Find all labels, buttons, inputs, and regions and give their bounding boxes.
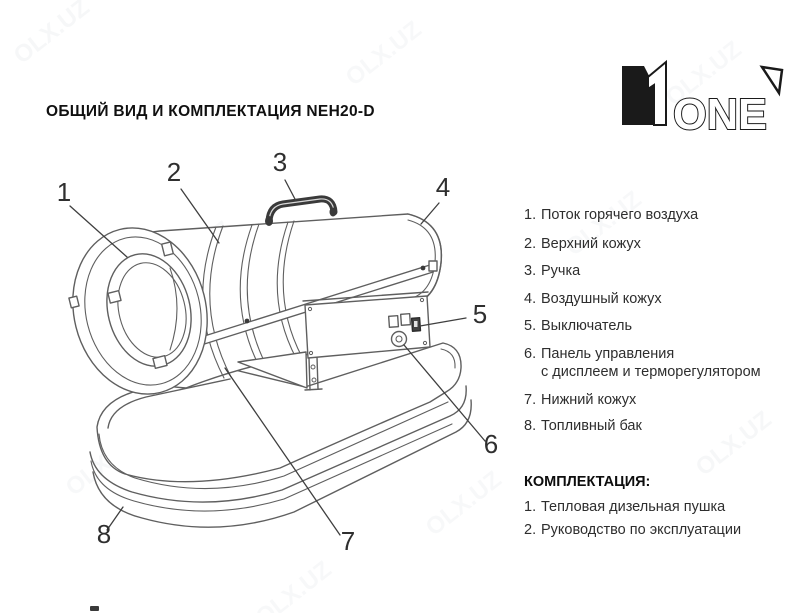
legend-item: 2.Верхний кожух <box>524 236 641 252</box>
legend-item: 7.Нижний кожух <box>524 392 636 408</box>
legend-item-label: Панель управления <box>541 346 675 362</box>
logo-one-digit-shape <box>647 59 667 126</box>
legend-item-number: 4. <box>524 291 537 307</box>
legend-item-number: 3. <box>524 263 537 279</box>
leader-line-4 <box>420 202 440 225</box>
legend-item-label: Топливный бак <box>541 418 642 434</box>
leader-line-8 <box>106 506 124 531</box>
legend-item: 6.Панель управления <box>524 346 674 362</box>
package-item: 2.Руководство по эксплуатации <box>524 522 741 538</box>
callout-number-6: 6 <box>484 429 498 459</box>
callout-number-3: 3 <box>273 147 287 177</box>
legend-item-number: 6. <box>524 346 537 362</box>
legend-item: 1.Поток горячего воздуха <box>524 207 698 223</box>
brand-logo: ONE <box>622 59 784 131</box>
callout-number-5: 5 <box>473 299 487 329</box>
package-heading: КОМПЛЕКТАЦИЯ: <box>524 474 651 490</box>
legend-item-number: 7. <box>524 392 537 408</box>
logo-apostrophe-mark <box>759 65 784 97</box>
legend-item-label: Нижний кожух <box>541 392 637 408</box>
handle-drawing <box>265 195 338 226</box>
control-panel-drawing <box>302 291 431 359</box>
legend-item-number: 5. <box>524 318 537 334</box>
legend-item-number: 8. <box>524 418 537 434</box>
package-item-label: Руководство по эксплуатации <box>541 522 742 538</box>
package-item: 1.Тепловая дизельная пушка <box>524 499 725 515</box>
page-title: ОБЩИЙ ВИД И КОМПЛЕКТАЦИЯ NEH20-D <box>46 103 375 120</box>
legend-item-number: 2. <box>524 236 537 252</box>
leader-line-5 <box>419 317 467 327</box>
legend-item-label-line2: с дисплеем и терморегулятором <box>541 364 761 380</box>
front-outlet-drawing <box>68 227 208 395</box>
callout-number-1: 1 <box>57 177 71 207</box>
legend-item: 8.Топливный бак <box>524 418 642 434</box>
cutoff-text-fragment <box>90 606 99 611</box>
legend-item-label: Поток горячего воздуха <box>541 207 699 223</box>
thermostat-knob <box>390 330 408 348</box>
legend-item-number: 1. <box>524 207 537 223</box>
display-window <box>399 312 412 326</box>
legend-item-label: Ручка <box>541 263 581 279</box>
callout-number-2: 2 <box>167 157 181 187</box>
legend-item-label: Выключатель <box>541 318 632 334</box>
legend-item-label: Воздушный кожух <box>541 291 662 307</box>
leader-line-2 <box>180 188 220 244</box>
legend-item-label: Верхний кожух <box>541 236 641 252</box>
legend-item: 3.Ручка <box>524 263 580 279</box>
leader-line-7 <box>224 367 341 536</box>
leader-line-6 <box>403 344 486 442</box>
fuel-tank-drawing <box>89 342 472 528</box>
callout-number-7: 7 <box>341 526 355 556</box>
leader-line-3 <box>284 179 297 202</box>
callout-number-4: 4 <box>436 172 450 202</box>
callout-number-8: 8 <box>97 519 111 549</box>
package-item-number: 2. <box>524 522 537 538</box>
package-item-label: Тепловая дизельная пушка <box>541 499 726 515</box>
callout-numbers: 1 2 3 4 5 6 7 8 <box>57 147 498 556</box>
package-item-number: 1. <box>524 499 537 515</box>
leader-lines <box>69 179 486 536</box>
legend-item: 5.Выключатель <box>524 318 632 334</box>
logo-word: ONE <box>673 90 767 131</box>
legend-item: 4.Воздушный кожух <box>524 291 662 307</box>
leader-line-1 <box>69 205 128 258</box>
display-window <box>387 314 400 328</box>
support-bracket-drawing <box>237 351 323 391</box>
